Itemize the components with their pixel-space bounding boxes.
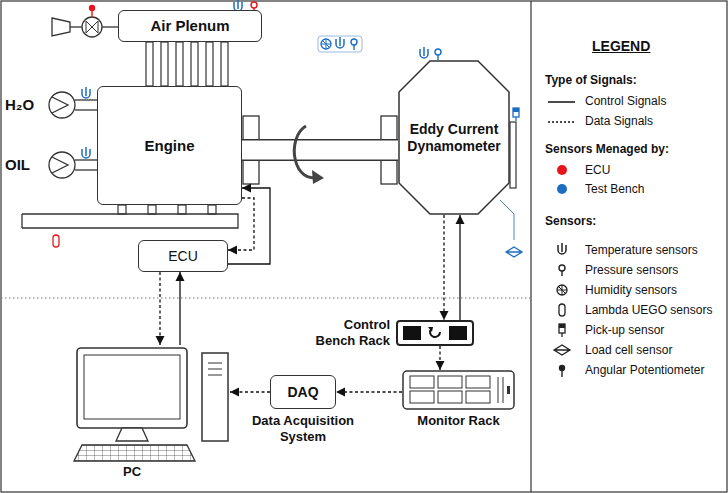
pc-icon: PC <box>62 345 230 463</box>
node-shape <box>396 320 474 346</box>
legend-swatch <box>557 184 567 194</box>
icon-label: Control Bench Rack <box>306 317 390 348</box>
data-signal <box>160 272 161 345</box>
box-label: DAQ <box>287 384 318 400</box>
box-label: ECU <box>168 248 198 264</box>
label-text: Sensors Menaged by: <box>545 142 669 156</box>
dynamometer-octagon: Eddy Current Dynamometer <box>398 60 510 215</box>
node-shape <box>402 370 515 410</box>
control-signal <box>180 272 181 345</box>
legend-swatch <box>557 165 567 175</box>
process-box: Engine <box>97 86 242 205</box>
legend-text: Data Signals <box>585 114 653 128</box>
legend-text: Temperature sensors <box>585 243 698 257</box>
label-text: OIL <box>5 156 30 173</box>
icon-label: Monitor Rack <box>417 414 499 429</box>
box-label: Air Plenum <box>150 17 229 34</box>
legend-text: Pressure sensors <box>585 263 678 277</box>
legend-text: ECU <box>585 163 610 177</box>
label-text: Sensors: <box>545 214 596 228</box>
label-text: Type of Signals: <box>545 73 637 87</box>
process-box: ECU <box>138 240 228 272</box>
legend-text: Humidity sensors <box>585 283 677 297</box>
shaft-connector <box>242 150 398 151</box>
node-shape <box>62 345 230 463</box>
legend-text: Lambda UEGO sensors <box>585 303 712 317</box>
data-signal <box>336 392 402 393</box>
legend-text: Angular Potentiometer <box>585 363 704 377</box>
legend-text: Test Bench <box>585 182 644 196</box>
box-label: Eddy Current Dynamometer <box>391 121 516 153</box>
data-signal <box>440 346 441 370</box>
label-text: H₂O <box>5 96 34 113</box>
control-signal <box>460 215 461 320</box>
data-signal <box>444 215 445 320</box>
box-label: Engine <box>144 137 194 154</box>
legend-text: Load cell sensor <box>585 343 672 357</box>
legend-text: Pick-up sensor <box>585 323 664 337</box>
icon-label: PC <box>62 465 202 480</box>
data-signal <box>228 198 254 250</box>
data-signal <box>230 392 270 393</box>
legend-text: Control Signals <box>585 94 666 108</box>
label-text: LEGEND <box>592 38 650 54</box>
process-box: Air Plenum <box>118 10 262 42</box>
process-box: DAQData Acquisition System <box>270 375 336 409</box>
rack-icon: Control Bench Rack <box>396 320 474 346</box>
monitor-icon: Monitor Rack <box>402 370 515 410</box>
box-caption: Data Acquisition System <box>238 413 368 444</box>
